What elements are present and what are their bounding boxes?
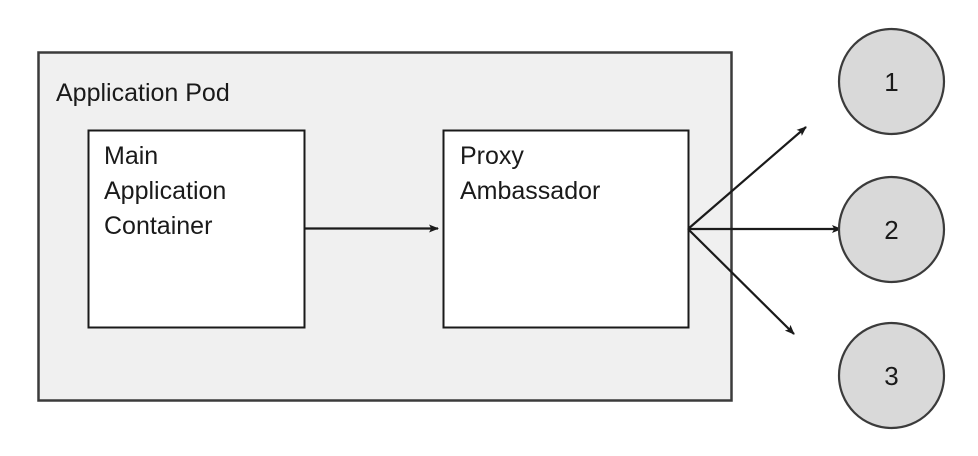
endpoint-1-label: 1	[884, 67, 898, 97]
main-application-container-line-2: Application	[104, 177, 226, 205]
main-application-container-line-1: Main	[104, 142, 158, 170]
main-application-container-box[interactable]	[87, 129, 306, 329]
main-application-container-line-3: Container	[104, 212, 212, 240]
main-application-container-group[interactable]: Main Application Container	[87, 129, 306, 329]
application-pod-label: Application Pod	[56, 79, 230, 107]
proxy-ambassador-container-group[interactable]: Proxy Ambassador	[442, 129, 690, 329]
endpoint-1-circle[interactable]	[837, 27, 946, 136]
proxy-ambassador-line-1: Proxy	[460, 142, 524, 170]
endpoint-3-circle[interactable]	[837, 321, 946, 430]
connector-proxy-to-endpoint-3-arrow[interactable]	[687, 228, 795, 335]
endpoint-2-label: 2	[884, 215, 898, 245]
endpoint-2-circle[interactable]	[837, 175, 946, 284]
connector-proxy-to-endpoint-1-arrow[interactable]	[687, 126, 807, 230]
endpoint-3-label: 3	[884, 361, 898, 391]
proxy-ambassador-container-box[interactable]	[442, 129, 690, 329]
endpoint-3-group[interactable]: 3	[837, 321, 946, 430]
endpoint-2-group[interactable]: 2	[837, 175, 946, 284]
proxy-ambassador-line-2: Ambassador	[460, 177, 600, 205]
endpoint-1-group[interactable]: 1	[837, 27, 946, 136]
